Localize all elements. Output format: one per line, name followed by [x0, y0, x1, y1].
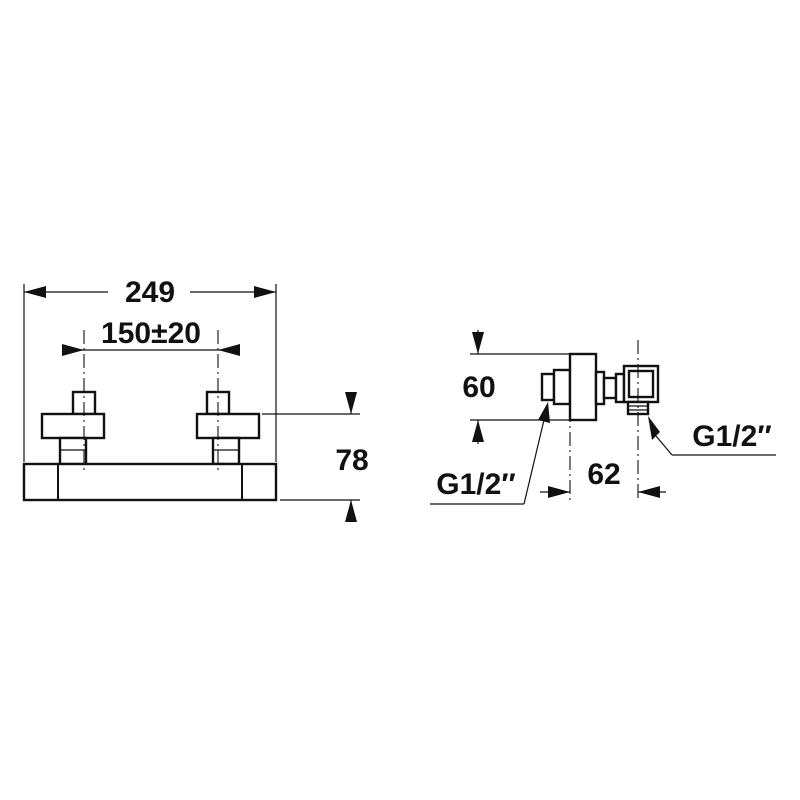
outlet-leader-arrow [648, 416, 660, 440]
height-arrow-bottom [345, 500, 357, 522]
height-arrow-top [345, 392, 357, 414]
inlet-nut [552, 368, 572, 406]
outlet-thread-label: G1/2″ [692, 420, 771, 453]
inlet-thread-label: G1/2″ [436, 468, 515, 501]
width-arrow-left [24, 286, 46, 298]
inlet-stub [540, 372, 556, 402]
outlet-leader-line [655, 435, 673, 456]
outlet-ring-1 [594, 370, 606, 406]
outlet-elbow-inner [627, 369, 655, 399]
side-view: 60 62 G1/2″ G1/2″ [430, 330, 776, 505]
right-connector [211, 436, 241, 466]
inlet-spacing-label: 150±20 [101, 317, 201, 350]
side-height-label: 60 [462, 371, 495, 404]
side-height-arrow-bottom [472, 420, 484, 442]
side-height-arrow-top [472, 332, 484, 354]
depth-label: 62 [587, 458, 620, 491]
right-flange [195, 412, 261, 440]
width-arrow-right [254, 286, 276, 298]
depth-arrow-left [548, 486, 570, 498]
spacing-arrow-left [62, 344, 84, 356]
side-body [568, 352, 598, 422]
outlet-ring-3 [614, 372, 626, 404]
overall-width-label: 249 [125, 276, 175, 309]
outlet-ring-2 [602, 376, 618, 400]
depth-arrow-right [638, 486, 660, 498]
front-view: 249 150±20 78 [22, 276, 369, 522]
mixer-body [22, 462, 278, 502]
inlet-leader-arrow [538, 402, 550, 423]
left-connector [58, 436, 88, 466]
height-label: 78 [335, 444, 368, 477]
left-flange [40, 412, 106, 440]
spacing-arrow-right [218, 344, 240, 356]
inlet-leader-line [523, 419, 545, 505]
